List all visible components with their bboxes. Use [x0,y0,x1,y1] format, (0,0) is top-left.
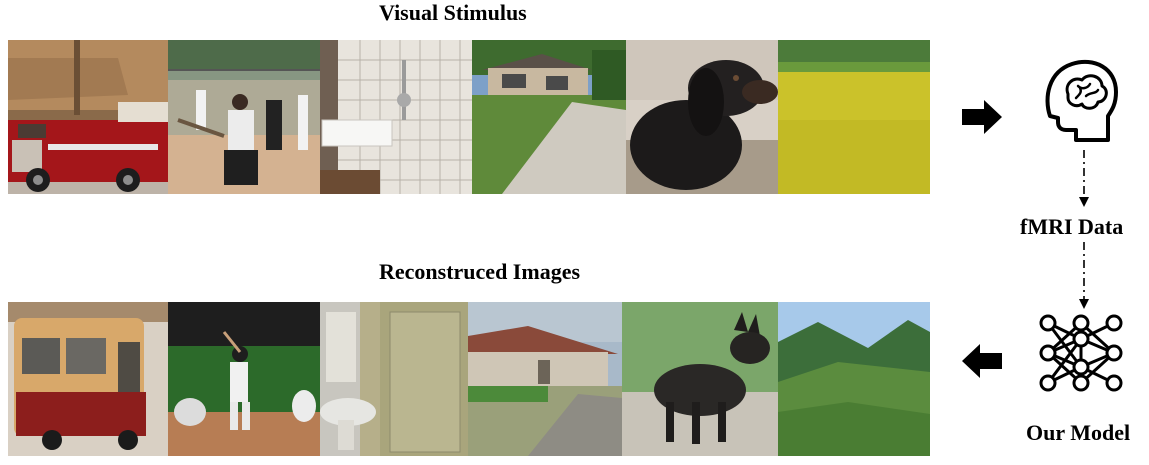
visual-stimulus-heading: Visual Stimulus [379,0,527,25]
stimulus-image-baseball-batter [168,40,320,194]
reconstructed-images-strip [8,302,930,456]
reconstructed-image-bathroom [320,302,468,456]
head-brain-icon [1045,59,1118,142]
reconstructed-image-mountain-valley [778,302,930,456]
reconstructed-image-building [468,302,622,456]
reconstructed-images-heading: Reconstruced Images [379,259,581,284]
reconstructed-image-black-dog [622,302,778,456]
our-model-label: Our Model [1026,420,1131,445]
stimulus-image-bathroom-shower [320,40,472,194]
fmri-data-label: fMRI Data [1020,214,1124,239]
stimulus-image-flower-field [778,40,930,194]
arrow-right-icon [962,100,1002,134]
neural-network-icon [1039,314,1123,392]
reconstructed-image-baseball-game [168,302,320,456]
reconstructed-image-bus [8,302,168,456]
stimulus-image-black-dog [626,40,778,194]
arrow-left-icon [962,344,1002,378]
visual-stimulus-strip [8,40,930,194]
stimulus-image-house-driveway [472,40,626,194]
connector-brain-to-fmri [1079,150,1089,207]
stimulus-image-fire-truck [8,40,168,194]
connector-fmri-to-model [1079,242,1089,309]
